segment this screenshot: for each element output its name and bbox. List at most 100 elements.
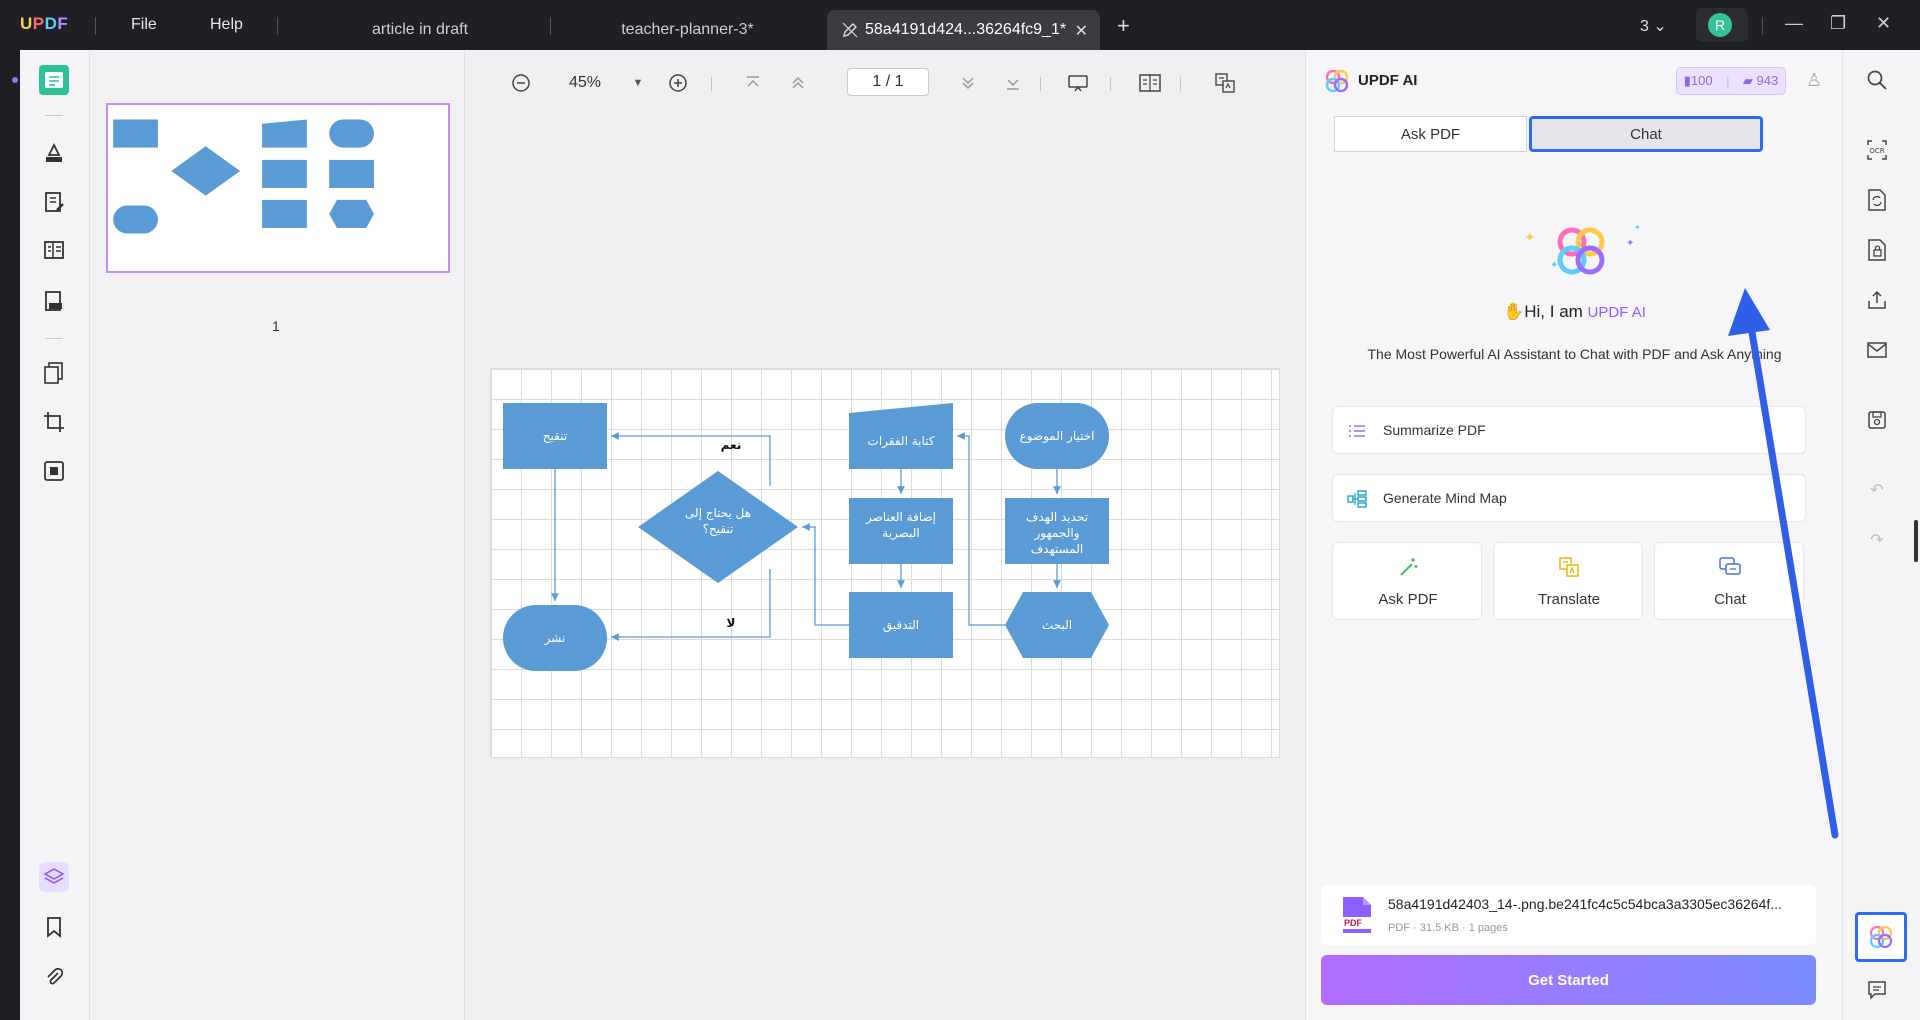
bookmark-icon[interactable]	[39, 912, 69, 942]
pdf-badge: PDF	[1344, 918, 1362, 928]
ask-pdf-card[interactable]: Ask PDF	[1332, 542, 1482, 620]
tab-active-document[interactable]: 58a4191d424...36264fc9_1* ✕	[827, 10, 1100, 50]
page-thumbnail[interactable]	[106, 103, 450, 273]
save-icon[interactable]	[1864, 407, 1890, 433]
reader-icon[interactable]	[39, 65, 69, 95]
zoom-level[interactable]: 45%	[569, 74, 602, 91]
label-no: لا	[727, 616, 736, 630]
thumbnail-flowchart	[108, 105, 448, 271]
close-window-icon[interactable]: ✕	[1876, 13, 1892, 33]
restore-icon[interactable]: ❐	[1830, 13, 1847, 33]
close-tab-icon[interactable]: ✕	[1074, 23, 1088, 40]
ai-panel: UPDF AI ▮100 | ▰ 943 ♙ Ask PDF Chat ✦ ✦ …	[1305, 50, 1842, 1020]
translate-icon	[1557, 555, 1581, 579]
indicator-dot	[12, 77, 18, 83]
first-page-icon[interactable]	[740, 70, 766, 96]
menu-file[interactable]: File	[131, 16, 157, 33]
document-credits: ▮100	[1683, 73, 1713, 88]
highlighter-icon[interactable]	[39, 138, 69, 168]
divider	[711, 77, 712, 91]
summarize-pdf-button[interactable]: Summarize PDF	[1332, 406, 1806, 454]
generate-mind-map-button[interactable]: Generate Mind Map	[1332, 474, 1806, 522]
share-icon[interactable]	[1864, 287, 1890, 313]
attached-file-card[interactable]: PDF 58a4191d42403_14-.png.be241fc4c5c54b…	[1321, 885, 1816, 945]
chat-card[interactable]: Chat	[1654, 542, 1804, 620]
tab-teacher-planner[interactable]: teacher-planner-3*	[560, 10, 815, 50]
window-count[interactable]: 3 ⌄	[1640, 18, 1667, 35]
left-toolbar	[12, 50, 90, 1020]
node-paragraphs-label: كتابة الفقرات	[868, 434, 935, 449]
crop-icon[interactable]	[39, 407, 69, 437]
ai-tagline: The Most Powerful AI Assistant to Chat w…	[1367, 346, 1782, 362]
magic-wand-icon	[1396, 555, 1420, 579]
edit-pdf-icon[interactable]	[39, 187, 69, 217]
node-goal-label: تحديد الهدف والجمهور المستهدف	[1025, 510, 1089, 556]
previous-page-icon[interactable]	[785, 70, 811, 96]
node-check	[849, 592, 953, 658]
app-logo: UPDF	[20, 14, 69, 33]
node-publish-label: نشر	[544, 631, 566, 646]
last-page-icon[interactable]	[1000, 70, 1026, 96]
search-icon[interactable]	[1864, 67, 1890, 93]
tab-article-in-draft[interactable]: article in draft	[290, 10, 550, 50]
protect-icon[interactable]	[1864, 237, 1890, 263]
pdf-page[interactable]: اختيار الموضوع تحديد الهدف والجمهور المس…	[490, 368, 1280, 758]
ai-mascot-icon: ✦ ✦ ✦ ✦	[1524, 223, 1641, 275]
tab-ask-pdf[interactable]: Ask PDF	[1334, 116, 1527, 152]
zoom-out-icon[interactable]	[508, 70, 534, 96]
tab-label: teacher-planner-3*	[621, 21, 754, 38]
layers-icon[interactable]	[39, 862, 69, 892]
divider	[550, 17, 551, 35]
node-paragraphs	[849, 403, 953, 469]
node-research	[1005, 592, 1109, 658]
convert-icon[interactable]	[1864, 187, 1890, 213]
attachment-icon[interactable]	[39, 962, 69, 992]
divider	[45, 115, 63, 116]
get-started-button[interactable]: Get Started	[1321, 955, 1816, 1005]
node-visuals	[849, 498, 953, 564]
form-icon[interactable]	[39, 286, 69, 316]
updf-ai-button[interactable]	[1855, 912, 1907, 962]
divider	[1110, 77, 1111, 91]
credits-badge[interactable]: ▮100 | ▰ 943	[1676, 67, 1786, 95]
next-page-icon[interactable]	[955, 70, 981, 96]
summarize-label: Summarize PDF	[1383, 422, 1486, 438]
minimize-icon[interactable]: —	[1785, 13, 1803, 33]
attached-file-meta: PDF · 31.5 KB · 1 pages	[1388, 922, 1508, 934]
clean-brush-icon[interactable]: ♙	[1806, 70, 1823, 90]
node-topic	[1005, 403, 1109, 469]
presentation-icon[interactable]	[1065, 70, 1091, 96]
page-number-input[interactable]: 1 / 1	[847, 68, 929, 96]
avatar[interactable]: R	[1708, 13, 1732, 37]
label-yes: نعم	[721, 438, 742, 452]
divider	[277, 17, 278, 35]
svg-text:✦: ✦	[1634, 223, 1641, 232]
scrollbar[interactable]	[1914, 520, 1918, 562]
compare-icon[interactable]	[39, 456, 69, 486]
redo-icon[interactable]: ↷	[1870, 532, 1884, 549]
list-icon	[1347, 421, 1367, 441]
node-research-label: البحث	[1042, 618, 1072, 632]
menu-help[interactable]: Help	[210, 16, 243, 33]
document-icon: ▮	[1683, 73, 1691, 88]
document-toolbar: 45% ▼ 1 / 1	[465, 50, 1305, 116]
translate-card-label: Translate	[1538, 591, 1600, 608]
ocr-icon[interactable]: OCR	[1864, 137, 1890, 163]
translate-card[interactable]: Translate	[1493, 542, 1643, 620]
tab-chat[interactable]: Chat	[1529, 116, 1763, 152]
organize-pages-icon[interactable]	[39, 235, 69, 265]
undo-icon[interactable]: ↶	[1870, 482, 1884, 499]
page-tools-icon[interactable]	[39, 358, 69, 388]
node-revise	[503, 403, 607, 469]
zoom-dropdown-icon[interactable]: ▼	[632, 77, 644, 89]
pdf-file-icon	[1343, 897, 1371, 933]
ask-pdf-card-label: Ask PDF	[1378, 591, 1438, 608]
email-icon[interactable]	[1864, 337, 1890, 363]
add-tab-icon[interactable]: +	[1117, 13, 1130, 38]
node-revise-label: تنقيح	[543, 429, 567, 443]
edit-pen-icon	[842, 22, 858, 38]
translate-page-icon[interactable]	[1212, 70, 1238, 96]
comment-icon[interactable]	[1864, 977, 1890, 1003]
page-layout-icon[interactable]	[1137, 70, 1163, 96]
zoom-in-icon[interactable]	[665, 70, 691, 96]
